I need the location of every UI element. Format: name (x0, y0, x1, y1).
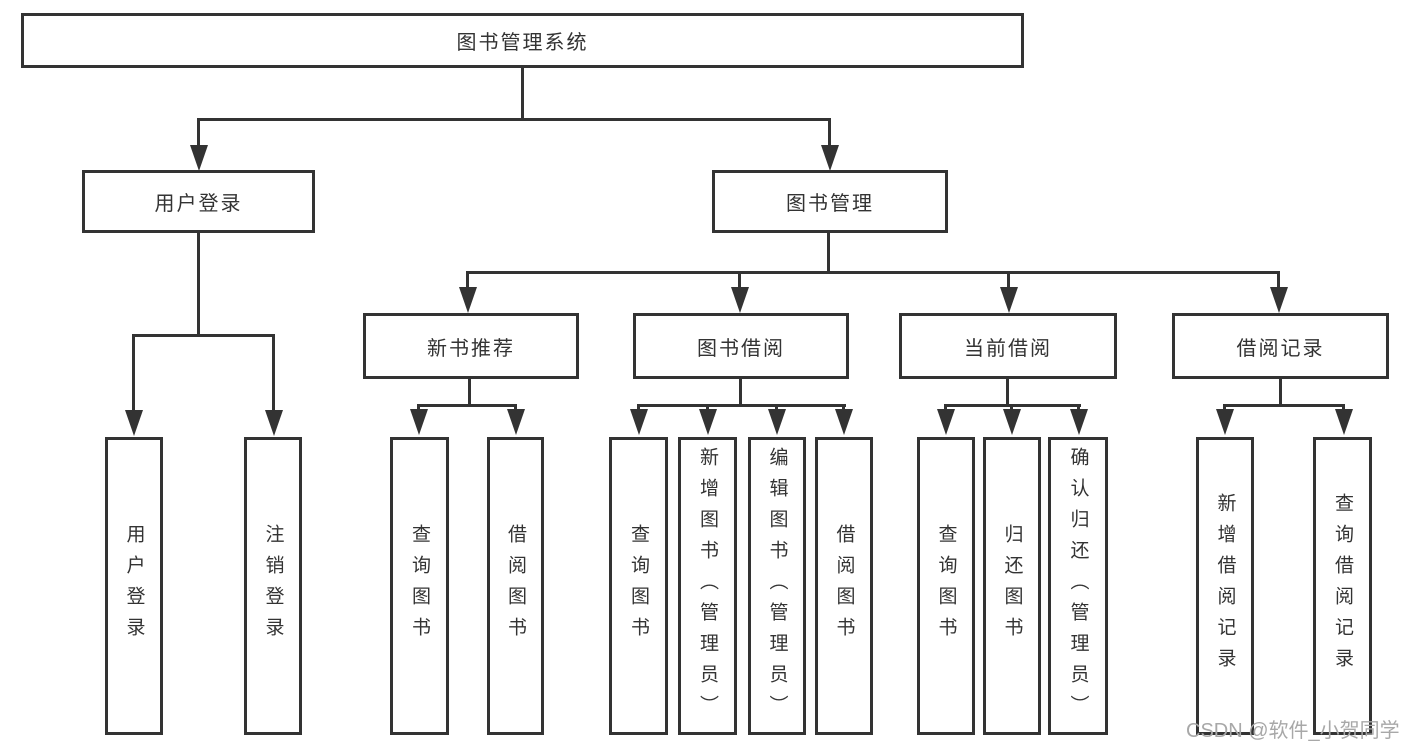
arrowhead-icon (190, 145, 208, 171)
leaf-return-books-label: 归还图书 (1001, 524, 1023, 648)
connector-line (738, 271, 741, 291)
leaf-borrow-books-recommend: 借阅图书 (487, 437, 544, 735)
arrowhead-icon (125, 410, 143, 436)
leaf-borrow-books-recommend-label: 借阅图书 (505, 524, 526, 648)
leaf-add-books-admin-label: 新增图书（管理员） (697, 446, 718, 726)
node-borrow-records-label: 借阅记录 (1236, 337, 1325, 360)
node-book-borrowing: 图书借阅 (633, 313, 849, 379)
leaf-query-books-recommend: 查询图书 (390, 437, 449, 735)
connector-line (521, 68, 524, 121)
connector-line (132, 334, 275, 337)
node-root-label: 图书管理系统 (456, 32, 589, 54)
leaf-query-borrow-record-label: 查询借阅记录 (1332, 493, 1353, 679)
connector-line (739, 379, 742, 407)
arrowhead-icon (821, 145, 839, 171)
watermark: CSDN @软件_小贺同学 (1186, 720, 1400, 742)
connector-line (197, 118, 200, 148)
connector-line (1223, 404, 1345, 407)
leaf-edit-books-admin-label: 编辑图书（管理员） (766, 446, 788, 726)
connector-line (466, 271, 1280, 274)
arrowhead-icon (507, 409, 525, 435)
node-book-management: 图书管理 (712, 170, 948, 233)
leaf-borrow-books-label: 借阅图书 (833, 524, 855, 648)
leaf-user-login-label: 用户登录 (123, 524, 145, 648)
connector-line (637, 404, 846, 407)
connector-line (1007, 271, 1010, 291)
leaf-query-borrow-record: 查询借阅记录 (1313, 437, 1372, 735)
node-user-login: 用户登录 (82, 170, 315, 233)
arrowhead-icon (1270, 287, 1288, 313)
connector-line (197, 118, 831, 121)
connector-line (1006, 379, 1009, 407)
leaf-query-books-borrowing-label: 查询图书 (628, 524, 649, 648)
leaf-query-books-current-label: 查询图书 (935, 524, 957, 648)
arrowhead-icon (731, 287, 749, 313)
arrowhead-icon (1003, 409, 1021, 435)
connector-line (197, 233, 200, 336)
connector-line (132, 334, 135, 414)
leaf-borrow-books: 借阅图书 (815, 437, 873, 735)
connector-line (828, 118, 831, 148)
connector-line (1279, 379, 1282, 407)
node-current-borrowing-label: 当前借阅 (964, 337, 1052, 360)
node-current-borrowing: 当前借阅 (899, 313, 1117, 379)
leaf-edit-books-admin: 编辑图书（管理员） (748, 437, 806, 735)
arrowhead-icon (410, 409, 428, 435)
leaf-query-books-recommend-label: 查询图书 (409, 524, 430, 648)
leaf-confirm-return-admin: 确认归还（管理员） (1048, 437, 1108, 735)
arrowhead-icon (1335, 409, 1353, 435)
node-book-borrowing-label: 图书借阅 (697, 337, 785, 360)
leaf-confirm-return-admin-label: 确认归还（管理员） (1067, 446, 1089, 726)
connector-line (468, 379, 471, 407)
arrowhead-icon (459, 287, 477, 313)
leaf-user-login: 用户登录 (105, 437, 163, 735)
node-user-login-label: 用户登录 (154, 193, 243, 215)
arrowhead-icon (1216, 409, 1234, 435)
arrowhead-icon (699, 409, 717, 435)
connector-line (827, 233, 830, 274)
leaf-query-books-current: 查询图书 (917, 437, 975, 735)
leaf-logout-label: 注销登录 (262, 524, 284, 648)
node-new-book-recommend: 新书推荐 (363, 313, 579, 379)
arrowhead-icon (835, 409, 853, 435)
leaf-add-borrow-record: 新增借阅记录 (1196, 437, 1254, 735)
node-book-management-label: 图书管理 (786, 193, 874, 215)
arrowhead-icon (1000, 287, 1018, 313)
arrowhead-icon (937, 409, 955, 435)
arrowhead-icon (630, 409, 648, 435)
arrowhead-icon (1070, 409, 1088, 435)
connector-line (1277, 271, 1280, 291)
leaf-query-books-borrowing: 查询图书 (609, 437, 668, 735)
leaf-add-books-admin: 新增图书（管理员） (678, 437, 737, 735)
arrowhead-icon (768, 409, 786, 435)
leaf-return-books: 归还图书 (983, 437, 1041, 735)
connector-line (417, 404, 517, 407)
connector-line (466, 271, 469, 291)
node-borrow-records: 借阅记录 (1172, 313, 1389, 379)
node-root: 图书管理系统 (21, 13, 1024, 68)
leaf-logout: 注销登录 (244, 437, 302, 735)
arrowhead-icon (265, 410, 283, 436)
node-new-book-recommend-label: 新书推荐 (427, 337, 515, 360)
connector-line (272, 334, 275, 414)
leaf-add-borrow-record-label: 新增借阅记录 (1214, 493, 1236, 679)
